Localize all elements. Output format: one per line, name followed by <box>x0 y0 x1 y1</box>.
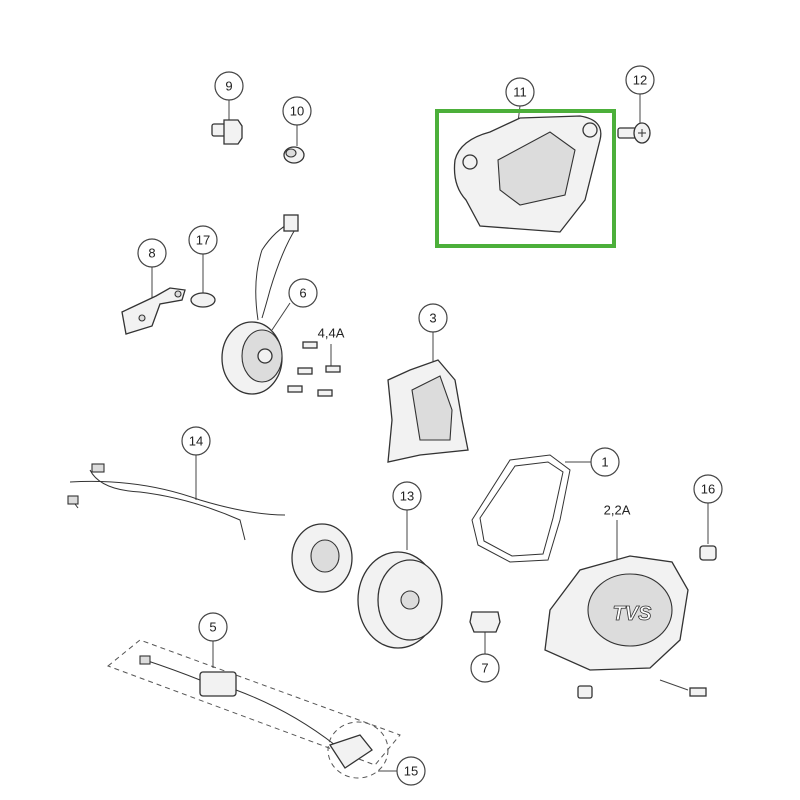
part-17-clip[interactable] <box>190 254 216 308</box>
part-8-bracket[interactable] <box>121 267 186 335</box>
callout-5[interactable]: 5 <box>198 612 228 642</box>
svg-text:11: 11 <box>513 85 527 100</box>
part-16-dowel[interactable] <box>699 503 717 561</box>
part-12-screw[interactable] <box>617 94 651 144</box>
highlight-box <box>435 109 616 248</box>
part-9-bolt[interactable] <box>211 100 243 145</box>
callout-8[interactable]: 8 <box>137 238 167 268</box>
svg-text:16: 16 <box>701 482 715 497</box>
callout-1[interactable]: 1 <box>590 447 620 477</box>
callout-13[interactable]: 13 <box>392 481 422 511</box>
callout-10[interactable]: 10 <box>282 96 312 126</box>
svg-text:8: 8 <box>148 246 155 261</box>
part-10-nut[interactable] <box>283 125 305 164</box>
callout-16[interactable]: 16 <box>693 474 723 504</box>
svg-text:9: 9 <box>225 79 232 94</box>
part-11-sprocket-cover[interactable] <box>453 105 602 233</box>
callout-17[interactable]: 17 <box>188 225 218 255</box>
part-14-wiring-harness[interactable] <box>67 455 353 593</box>
callout-12[interactable]: 12 <box>625 65 655 95</box>
part-3-cover-plate[interactable] <box>387 332 469 463</box>
svg-text:12: 12 <box>633 73 647 88</box>
callout-4-4a[interactable]: 4,4A <box>318 326 345 341</box>
part-4-bolts[interactable] <box>287 341 341 397</box>
part-1-gasket[interactable] <box>471 454 591 563</box>
part-2-crankcase-cover[interactable]: TVS <box>544 520 707 699</box>
svg-text:17: 17 <box>196 233 210 248</box>
tvs-logo: TVS <box>613 603 653 625</box>
part-6-generator[interactable] <box>221 214 299 395</box>
svg-text:10: 10 <box>290 104 304 119</box>
part-7-bushing[interactable] <box>469 611 501 654</box>
svg-text:14: 14 <box>189 434 203 449</box>
callout-7[interactable]: 7 <box>470 653 500 683</box>
callout-2-2a[interactable]: 2,2A <box>604 503 631 518</box>
callout-14[interactable]: 14 <box>181 426 211 456</box>
svg-text:6: 6 <box>299 286 306 301</box>
svg-text:1: 1 <box>601 455 608 470</box>
svg-text:7: 7 <box>481 661 488 676</box>
callout-9[interactable]: 9 <box>214 71 244 101</box>
svg-text:15: 15 <box>404 764 418 779</box>
part-5-ignition-coil[interactable] <box>107 639 401 779</box>
svg-text:3: 3 <box>429 311 436 326</box>
callout-15[interactable]: 15 <box>396 756 426 786</box>
part-13-flywheel[interactable] <box>357 510 443 649</box>
callout-3[interactable]: 3 <box>418 303 448 333</box>
callout-11[interactable]: 11 <box>505 77 535 107</box>
callout-6[interactable]: 6 <box>288 278 318 308</box>
svg-text:5: 5 <box>209 620 216 635</box>
svg-text:13: 13 <box>400 489 414 504</box>
